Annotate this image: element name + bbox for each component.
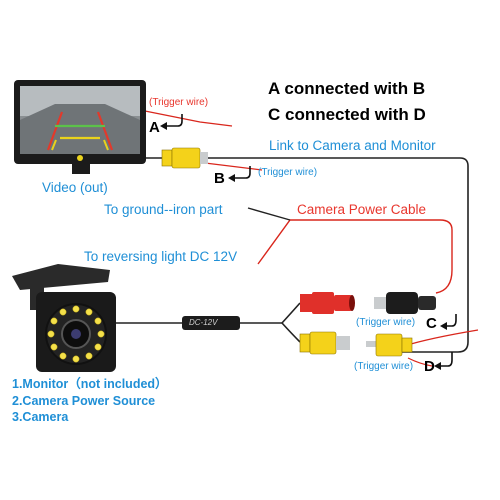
label-trigger-wire-b: (Trigger wire) [258,167,318,178]
component-item-monitor: 1.Monitor（not included） [12,377,168,391]
label-to-ground: To ground--iron part [104,202,223,217]
ground-wire [247,207,291,221]
label-trigger-wire-c: (Trigger wire) [356,317,416,328]
dc-male-plug [374,292,436,314]
monitor [14,80,146,174]
cable-tag [182,316,240,330]
heading-a-with-b: A connected with B [268,79,426,98]
camera [12,264,116,372]
label-video-out: Video (out) [42,180,108,195]
camera-power-cable [257,219,453,294]
component-item-power-source: 2.Camera Power Source [12,394,156,408]
label-trigger-wire-a: (Trigger wire) [149,97,209,108]
letter-b: B [214,170,225,187]
connection-arrows [164,114,457,367]
camera-main-cable [115,302,301,343]
label-trigger-wire-d: (Trigger wire) [354,361,414,372]
red-power-connector [300,292,355,314]
letter-c: C [426,315,437,332]
letter-d: D [424,358,435,375]
component-item-camera: 3.Camera [12,410,69,424]
label-link-camera-monitor: Link to Camera and Monitor [269,138,436,153]
label-to-reversing-light: To reversing light DC 12V [84,249,238,264]
cable-tag-text: DC-12V [189,318,218,327]
arrow-heads [160,122,447,370]
rca-connector-top [161,147,208,169]
letter-a: A [149,119,160,136]
heading-c-with-d: C connected with D [268,105,426,124]
label-camera-power-cable: Camera Power Cable [297,202,427,217]
rca-yellow-male [366,333,413,357]
rca-yellow-female [299,331,350,355]
video-link-cable [205,157,469,353]
